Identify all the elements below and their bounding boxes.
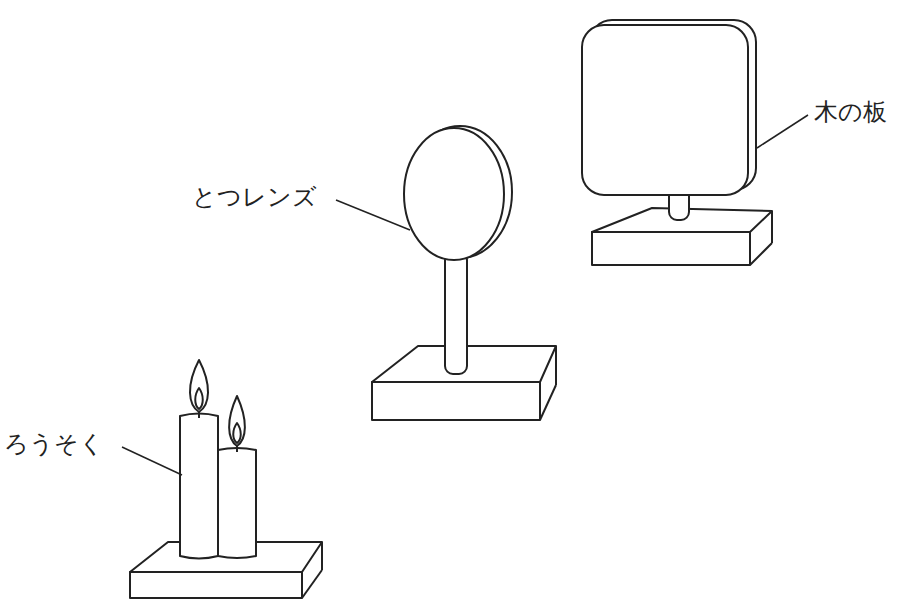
part-label: 木の板: [812, 98, 889, 127]
leader-lines: [122, 115, 808, 475]
part-label: とつレンズ: [190, 183, 319, 212]
leader-line: [336, 200, 410, 230]
leader-line: [757, 115, 808, 148]
lens-stand: [372, 126, 556, 420]
candle-stand: [130, 360, 322, 598]
part-label: ろうそく: [2, 430, 106, 459]
board-stand: [582, 20, 772, 265]
leader-line: [122, 447, 182, 475]
